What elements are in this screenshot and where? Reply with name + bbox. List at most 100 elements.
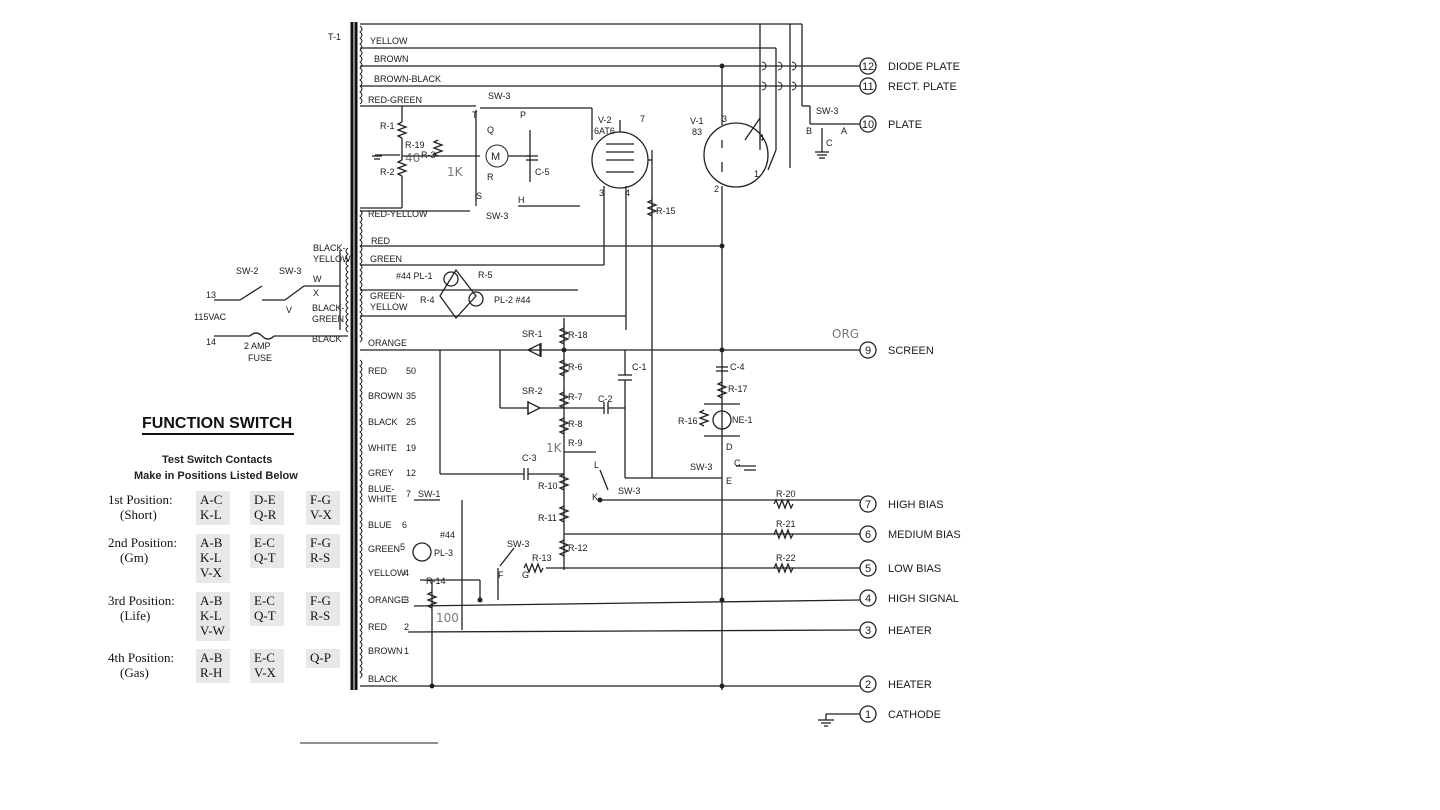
svg-text:100: 100 — [436, 611, 459, 625]
svg-text:SW-3: SW-3 — [488, 91, 510, 101]
contact-pair: A-B — [200, 650, 223, 665]
svg-text:SW-3: SW-3 — [279, 266, 301, 276]
position-name: 4th Position: — [108, 650, 174, 665]
plate-switch: SW-3 B A C — [806, 106, 860, 159]
bias-taps: RED 50 BROWN 35 BLACK 25 WHITE 19 GREY 1… — [368, 366, 416, 478]
svg-text:NE-1: NE-1 — [732, 415, 753, 425]
svg-text:R-20: R-20 — [776, 489, 796, 499]
tap-brown-black: BROWN-BLACK — [374, 74, 441, 84]
svg-text:19: 19 — [406, 443, 416, 453]
function-switch-row: 1st Position:(Short)A-CK-LD-EQ-RF-GV-X — [108, 491, 340, 525]
contact-group-bg — [306, 491, 340, 525]
svg-text:BROWN: BROWN — [368, 391, 403, 401]
neon-network: C-4 R-17 R-16 NE-1 D SW-3 C E — [678, 362, 756, 486]
svg-text:H: H — [518, 195, 525, 205]
svg-text:3: 3 — [404, 595, 409, 605]
svg-text:V: V — [286, 305, 292, 315]
svg-text:115VAC: 115VAC — [194, 312, 227, 322]
function-switch-row: 2nd Position:(Gm)A-BK-LV-XE-CQ-TF-GR-S — [108, 534, 340, 583]
transformer-t1: T-1 — [328, 22, 363, 690]
terminal-label: CATHODE — [888, 709, 941, 721]
contact-pair: Q-T — [254, 608, 276, 623]
svg-text:2: 2 — [714, 184, 719, 194]
svg-text:WHITE: WHITE — [368, 494, 397, 504]
svg-text:BROWN: BROWN — [368, 646, 403, 656]
tap-green-yellow-2: YELLOW — [370, 302, 408, 312]
svg-text:BLUE-: BLUE- — [368, 484, 395, 494]
svg-text:V-2: V-2 — [598, 115, 612, 125]
svg-text:R-6: R-6 — [568, 362, 583, 372]
terminal-label: PLATE — [888, 119, 922, 131]
terminal-circle — [859, 341, 877, 359]
svg-text:R-2: R-2 — [380, 167, 395, 177]
svg-text:83: 83 — [692, 127, 702, 137]
function-switch-row: 3rd Position:(Life)A-BK-LV-WE-CQ-TF-GR-S — [108, 592, 340, 641]
terminal-number: 10 — [862, 119, 874, 131]
svg-text:YELLOW: YELLOW — [368, 568, 406, 578]
primary-circuit: BLACK- YELLOW BLACK- GREEN BLACK SW-2 SW… — [194, 243, 351, 363]
position-mode: (Short) — [120, 507, 157, 522]
terminal-circle — [859, 495, 877, 513]
middle-rails: R-15 — [360, 190, 860, 478]
svg-text:50: 50 — [406, 366, 416, 376]
svg-text:BLACK-: BLACK- — [313, 243, 346, 253]
svg-text:SW-3: SW-3 — [816, 106, 838, 116]
function-switch-table: FUNCTION SWITCH Test Switch Contacts Mak… — [108, 415, 340, 683]
function-switch-subtitle-2: Make in Positions Listed Below — [134, 470, 298, 482]
svg-text:C-1: C-1 — [632, 362, 647, 372]
svg-text:SW-2: SW-2 — [236, 266, 258, 276]
terminal-circle — [859, 57, 877, 75]
position-mode: (Gm) — [120, 550, 148, 565]
tap-orange: ORANGE — [368, 338, 407, 348]
svg-text:R-22: R-22 — [776, 553, 796, 563]
svg-text:1K: 1K — [447, 165, 464, 179]
svg-text:12: 12 — [406, 468, 416, 478]
terminal-number: 3 — [865, 625, 871, 637]
terminal-circle — [859, 559, 877, 577]
svg-text:R: R — [487, 172, 494, 182]
contact-pair: D-E — [254, 492, 276, 507]
svg-text:R-1: R-1 — [380, 121, 395, 131]
terminal-label: LOW BIAS — [888, 563, 941, 575]
contact-pair: F-G — [310, 492, 331, 507]
svg-text:T: T — [472, 110, 478, 120]
terminal-number: 6 — [865, 529, 871, 541]
contact-pair: E-C — [254, 535, 275, 550]
svg-text:M: M — [491, 151, 500, 163]
svg-text:B: B — [806, 126, 812, 136]
terminal-circle — [859, 621, 877, 639]
svg-text:4: 4 — [759, 133, 764, 143]
svg-text:GREEN: GREEN — [312, 314, 344, 324]
svg-text:7: 7 — [406, 489, 411, 499]
contact-group-bg — [196, 491, 230, 525]
svg-text:40: 40 — [405, 151, 420, 165]
position-name: 1st Position: — [108, 492, 173, 507]
tube-v2: V-2 6AT6 3 4 7 — [591, 114, 653, 330]
svg-text:R-9: R-9 — [568, 438, 583, 448]
svg-text:PL-2 #44: PL-2 #44 — [494, 295, 531, 305]
terminal-number: 2 — [865, 679, 871, 691]
svg-text:WHITE: WHITE — [368, 443, 397, 453]
svg-text:R-14: R-14 — [426, 576, 446, 586]
contact-group-bg — [196, 592, 230, 641]
svg-text:4: 4 — [404, 568, 409, 578]
pilot-lamps: #44 PL-1 R-5 R-4 PL-2 #44 — [396, 268, 531, 320]
svg-text:R-15: R-15 — [656, 206, 676, 216]
screen-handwritten-note: ORG — [832, 327, 859, 341]
terminal-10: 10 PLATE — [859, 115, 922, 133]
cathode-ground — [818, 713, 860, 727]
tap-red: RED — [371, 236, 391, 246]
svg-text:BLACK: BLACK — [312, 334, 342, 344]
terminal-label: HIGH BIAS — [888, 499, 944, 511]
svg-text:A: A — [841, 126, 847, 136]
svg-text:R-19: R-19 — [405, 140, 425, 150]
svg-text:K: K — [592, 492, 598, 502]
svg-text:C-3: C-3 — [522, 453, 537, 463]
svg-text:YELLOW: YELLOW — [313, 254, 351, 264]
svg-text:R-11: R-11 — [538, 513, 557, 523]
contact-pair: Q-P — [310, 650, 331, 665]
terminal-label: RECT. PLATE — [888, 81, 957, 93]
